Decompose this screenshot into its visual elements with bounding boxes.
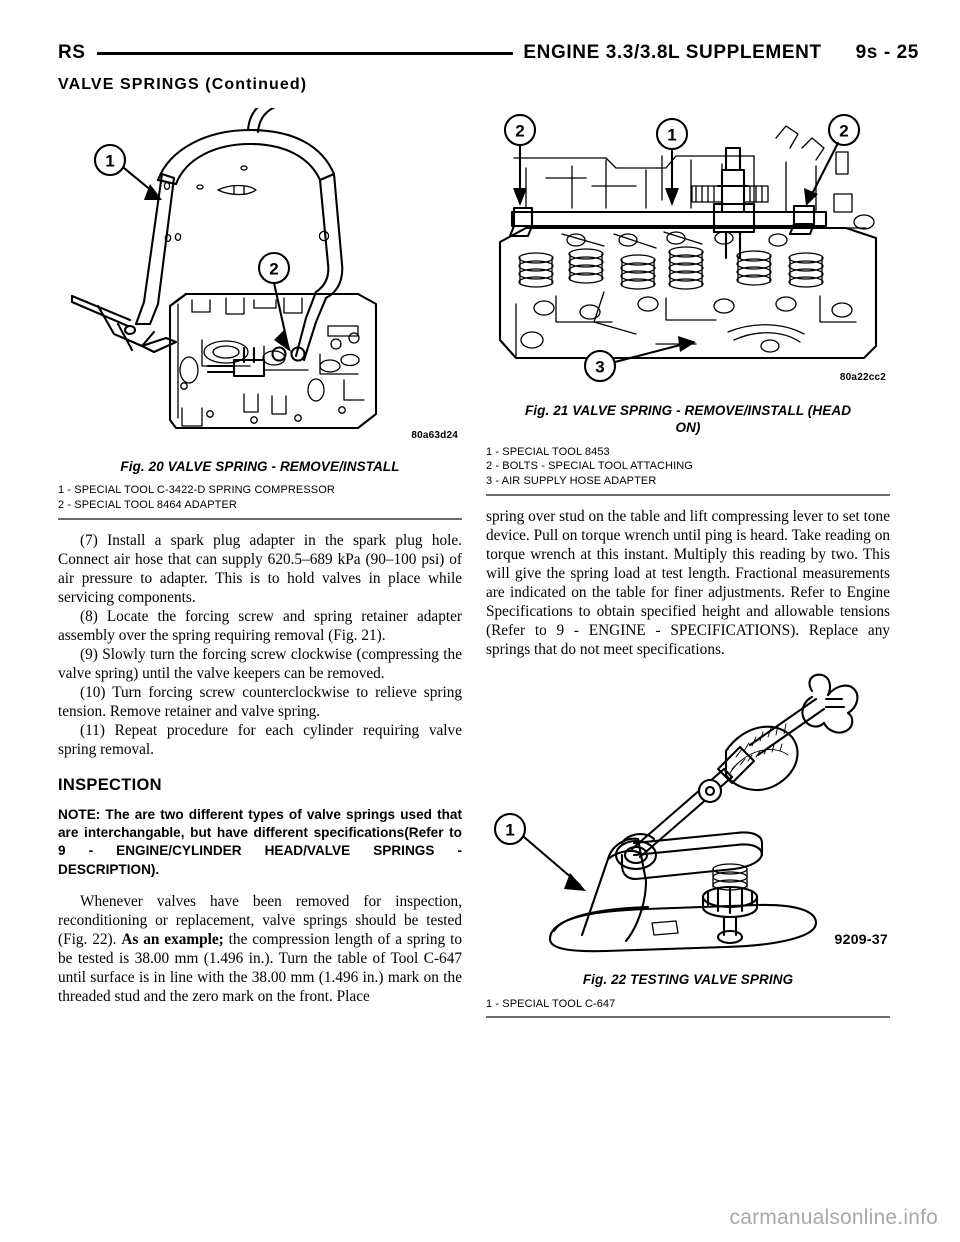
figure-21-divider	[486, 494, 890, 497]
paragraph-step-11: (11) Repeat procedure for each cylinder …	[58, 722, 462, 759]
left-body-text: (7) Install a spark plug adapter in the …	[58, 531, 462, 1006]
paragraph-continued: spring over stud on the table and lift c…	[486, 508, 890, 659]
right-body-text: spring over stud on the table and lift c…	[486, 507, 890, 659]
figure-21: 2 1 2	[486, 108, 890, 497]
figure-21-callout-2-right: 2	[804, 113, 861, 206]
figure-20-illustration: 1 2	[58, 108, 462, 448]
figure-21-caption-line2: ON)	[675, 420, 701, 436]
header-rule	[97, 51, 514, 55]
svg-text:2: 2	[515, 122, 524, 141]
note-block: NOTE: The are two different types of val…	[58, 807, 462, 877]
para-text-bold: As an example;	[121, 930, 224, 948]
figure-21-callout-1: 1	[655, 117, 689, 206]
figure-22-code: 9209-37	[834, 931, 888, 948]
header-title: ENGINE 3.3/3.8L SUPPLEMENT	[523, 42, 822, 63]
svg-text:2: 2	[839, 122, 848, 141]
para-text-part1: Whenever valves have been removed for in…	[58, 892, 462, 948]
figure-22: 1 9209-37 Fig. 22 TESTING VALVE SPRING 1…	[486, 673, 890, 1019]
figure-22-callout-1: 1	[493, 813, 586, 892]
figure-20: 1 2 80a63d24 Fig. 20 VALVE SPRING - REMO…	[58, 108, 462, 520]
figure-21-illustration: 2 1 2	[486, 108, 890, 390]
header-brand-code: RS	[58, 42, 86, 63]
svg-text:1: 1	[667, 126, 676, 145]
figure-20-legend-item-1: 1 - SPECIAL TOOL C-3422-D SPRING COMPRES…	[58, 484, 335, 497]
svg-text:1: 1	[505, 821, 514, 840]
page-header: RS ENGINE 3.3/3.8L SUPPLEMENT 9s - 25	[58, 40, 918, 66]
figure-21-legend-item-1: 1 - SPECIAL TOOL 8453	[486, 445, 610, 458]
figure-21-callout-2-left: 2	[503, 113, 537, 206]
figure-20-callout-2: 2	[257, 251, 291, 352]
svg-text:1: 1	[105, 152, 114, 171]
paragraph-testing-intro: Whenever valves have been removed for in…	[58, 892, 462, 1006]
figure-20-divider	[58, 517, 462, 520]
figure-22-legend: 1 - SPECIAL TOOL C-647	[486, 997, 890, 1012]
page-number: 9s - 25	[855, 42, 919, 63]
para-text-part2: the compression length of a spring to be…	[58, 930, 462, 1005]
figure-21-callout-3: 3	[583, 336, 696, 383]
paragraph-step-10: (10) Turn forcing screw counterclockwise…	[58, 684, 462, 721]
figure-22-caption: Fig. 22 TESTING VALVE SPRING	[582, 972, 794, 988]
svg-text:3: 3	[595, 358, 604, 377]
paragraph-step-9: (9) Slowly turn the forcing screw clockw…	[58, 646, 462, 683]
paragraph-step-7: (7) Install a spark plug adapter in the …	[58, 531, 462, 607]
right-column: 2 1 2	[486, 108, 890, 1019]
figure-21-legend: 1 - SPECIAL TOOL 8453 2 - BOLTS - SPECIA…	[486, 445, 890, 490]
svg-text:2: 2	[269, 260, 278, 279]
left-column: 1 2 80a63d24 Fig. 20 VALVE SPRING - REMO…	[58, 108, 462, 1006]
section-title: VALVE SPRINGS (Continued)	[58, 76, 308, 93]
figure-20-caption: Fig. 20 VALVE SPRING - REMOVE/INSTALL	[120, 459, 400, 474]
figure-22-divider	[486, 1016, 890, 1019]
figure-21-caption: Fig. 21 VALVE SPRING - REMOVE/INSTALL (H…	[486, 402, 890, 437]
figure-20-legend: 1 - SPECIAL TOOL C-3422-D SPRING COMPRES…	[58, 483, 462, 513]
heading-inspection: INSPECTION	[58, 776, 162, 795]
figure-21-code: 80a22cc2	[839, 372, 886, 383]
figure-21-legend-item-3: 3 - AIR SUPPLY HOSE ADAPTER	[486, 475, 657, 488]
paragraph-step-8: (8) Locate the forcing screw and spring …	[58, 608, 462, 645]
figure-20-callout-1: 1	[93, 143, 162, 200]
site-watermark: carmanualsonline.info	[729, 1206, 938, 1229]
figure-21-caption-line1: Fig. 21 VALVE SPRING - REMOVE/INSTALL (H…	[524, 403, 852, 418]
figure-22-legend-item-1: 1 - SPECIAL TOOL C-647	[486, 997, 616, 1010]
figure-22-illustration: 1	[486, 673, 890, 963]
figure-20-legend-item-2: 2 - SPECIAL TOOL 8464 ADAPTER	[58, 499, 237, 512]
figure-21-legend-item-2: 2 - BOLTS - SPECIAL TOOL ATTACHING	[486, 460, 693, 473]
figure-20-code: 80a63d24	[411, 430, 458, 441]
